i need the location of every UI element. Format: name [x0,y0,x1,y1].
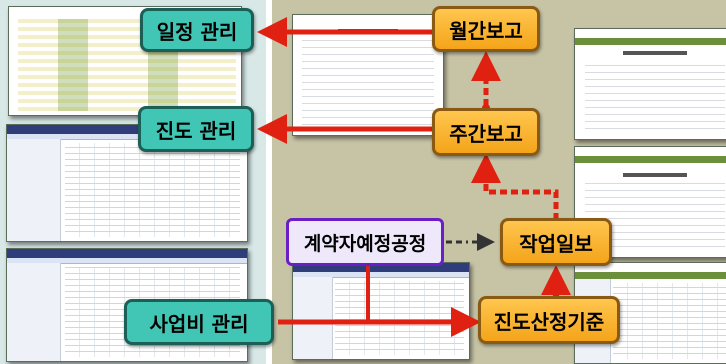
contractor-schedule-label: 계약자예정공정 [286,218,444,266]
panel-divider [266,0,272,364]
weekly-report-label: 주간보고 [432,108,540,156]
progress-criteria-label: 진도산정기준 [478,296,620,344]
monthly-report-label: 월간보고 [432,6,540,52]
daily-report-label: 작업일보 [500,218,612,266]
schedule-management-label: 일정 관리 [140,8,254,52]
progress-screenshot [6,124,248,242]
contractor-screenshot [292,262,470,360]
progress-management-label: 진도 관리 [138,106,254,152]
monthly-report-screenshot [574,28,726,140]
arrow-daily-to-weekly [471,153,559,220]
budget-management-label: 사업비 관리 [124,299,274,345]
